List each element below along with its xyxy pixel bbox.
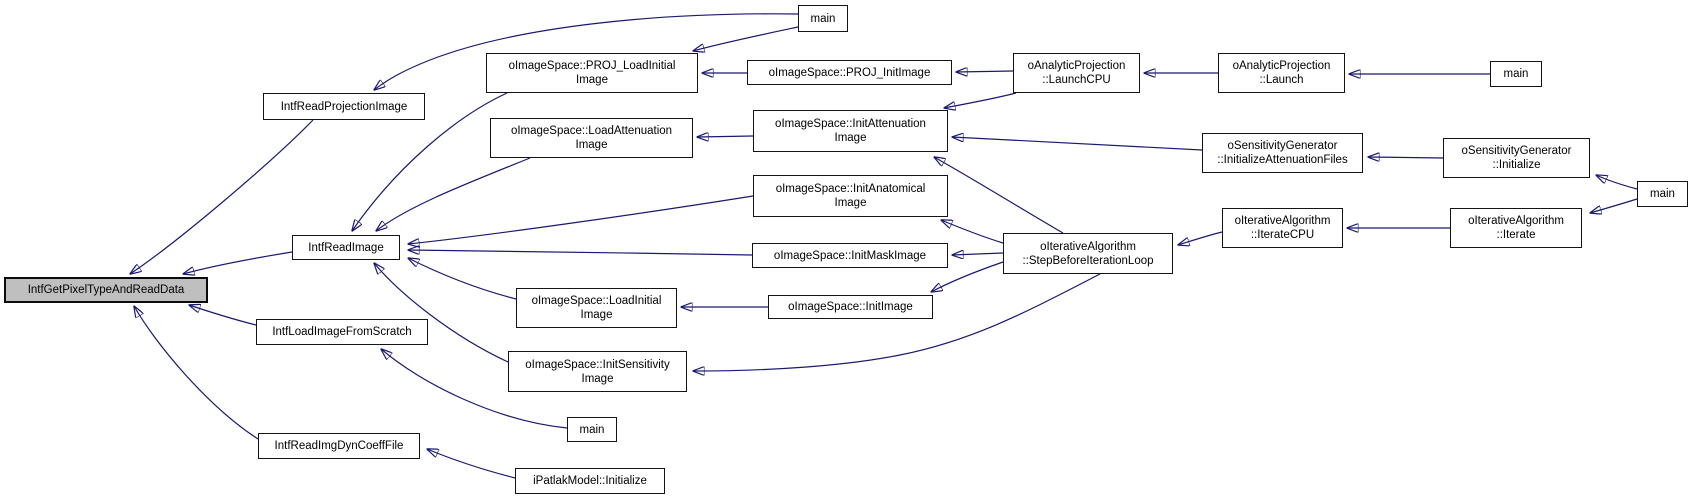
node-label: oImageSpace::InitMaskImage	[773, 249, 927, 262]
node-label: Image	[834, 132, 867, 144]
node-label: main	[810, 12, 836, 25]
edge-stepbefore-to-initattenuation	[934, 157, 1064, 234]
node-label: Image	[575, 139, 608, 151]
node-intf-read-image[interactable]: IntfReadImage	[292, 235, 400, 260]
node-label: ::IterateCPU	[1250, 229, 1315, 241]
edge-maintop-to-projloadinitial	[693, 26, 799, 51]
node-load-initial-image[interactable]: oImageSpace::LoadInitial Image	[516, 288, 677, 328]
edge-initanatomical-to-readimage	[408, 195, 754, 244]
node-label: ::Iterate	[1496, 229, 1536, 241]
node-proj-init-image[interactable]: oImageSpace::PROJ_InitImage	[747, 60, 952, 85]
node-init-mask-image[interactable]: oImageSpace::InitMaskImage	[752, 243, 948, 268]
node-iterate[interactable]: oIterativeAlgorithm ::Iterate	[1450, 208, 1582, 248]
node-main-bottom[interactable]: main	[567, 417, 617, 442]
node-label: oImageSpace::InitSensitivity	[525, 358, 670, 371]
edge-launchcpu-to-initattenuation	[944, 92, 1017, 108]
edge-sensinitialize-to-initattenfiles	[1368, 157, 1444, 158]
edge-readprojection-to-getpixeltype	[130, 119, 314, 274]
node-iterate-cpu[interactable]: oIterativeAlgorithm ::IterateCPU	[1222, 208, 1343, 248]
edge-loadinitial-to-readimage	[408, 258, 517, 300]
node-intf-get-pixel-type-and-read-data: IntfGetPixelTypeAndReadData	[4, 277, 208, 303]
edge-initattenuation-to-loadattenuation	[697, 136, 754, 137]
node-label: oIterativeAlgorithm	[1234, 215, 1331, 227]
edge-stepbefore-to-initsensitivity	[693, 273, 1101, 371]
node-main-launch[interactable]: main	[1490, 61, 1542, 87]
node-label: IntfReadImgDynCoeffFile	[274, 440, 404, 452]
node-label: oImageSpace::InitAttenuation	[775, 118, 926, 130]
edge-maintop-to-readprojection	[374, 13, 799, 90]
node-label: oSensitivityGenerator	[1461, 145, 1572, 157]
edge-initsensitivity-to-readimage	[374, 263, 509, 363]
node-label: oImageSpace::InitAnatomical	[775, 183, 926, 195]
node-init-image[interactable]: oImageSpace::InitImage	[768, 295, 933, 319]
node-label: ::Launch	[1259, 74, 1304, 86]
node-label: ::InitializeAttenuationFiles	[1217, 154, 1348, 166]
node-label: Image	[834, 197, 867, 209]
node-label: oAnalyticProjection	[1232, 60, 1331, 72]
edge-readimage-to-getpixeltype	[183, 251, 293, 274]
node-label: main	[579, 423, 605, 436]
edge-stepbefore-to-initimage	[931, 261, 1004, 292]
node-main-right[interactable]: main	[1637, 181, 1688, 207]
node-label: ::Initialize	[1492, 159, 1541, 171]
node-ipatlak-initialize[interactable]: iPatlakModel::Initialize	[515, 468, 665, 494]
node-label: oImageSpace::InitImage	[788, 301, 913, 313]
node-label: oImageSpace::LoadAttenuation	[510, 125, 673, 137]
node-label: Image	[580, 309, 613, 321]
node-sensitivity-initialize[interactable]: oSensitivityGenerator ::Initialize	[1443, 138, 1590, 178]
edge-iteratecpu-to-stepbefore	[1178, 231, 1223, 245]
node-launch-cpu[interactable]: oAnalyticProjection ::LaunchCPU	[1013, 53, 1140, 93]
node-label: ::LaunchCPU	[1042, 74, 1111, 86]
node-init-anatomical-image[interactable]: oImageSpace::InitAnatomical Image	[753, 175, 948, 217]
edge-stepbefore-to-initanatomical	[941, 220, 1004, 244]
edge-mainright-to-sensinitialize	[1596, 175, 1638, 190]
edge-launchcpu-to-projinit	[956, 71, 1014, 72]
node-label: oAnalyticProjection	[1027, 60, 1126, 72]
node-label: main	[1503, 68, 1529, 80]
edge-mainright-to-iterate	[1590, 198, 1638, 213]
node-label: Image	[581, 372, 614, 385]
node-launch[interactable]: oAnalyticProjection ::Launch	[1218, 53, 1345, 93]
node-label: IntfReadImage	[308, 241, 384, 254]
node-label: IntfReadProjectionImage	[280, 100, 408, 113]
node-proj-load-initial-image[interactable]: oImageSpace::PROJ_LoadInitial Image	[486, 53, 698, 93]
node-init-attenuation-image[interactable]: oImageSpace::InitAttenuation Image	[753, 110, 948, 152]
node-label: oImageSpace::PROJ_LoadInitial	[508, 60, 676, 72]
edge-fromscratch-to-getpixeltype	[189, 305, 257, 326]
edge-loadattenuation-to-readimage	[376, 157, 531, 231]
node-main-top[interactable]: main	[798, 5, 848, 32]
node-label: IntfLoadImageFromScratch	[272, 326, 412, 338]
node-label: ::StepBeforeIterationLoop	[1022, 254, 1154, 267]
edge-stepbefore-to-initmask	[952, 253, 1004, 255]
node-label: oImageSpace::LoadInitial	[531, 295, 662, 307]
node-intf-read-img-dyn-coeff-file[interactable]: IntfReadImgDynCoeffFile	[258, 433, 420, 459]
node-label: oImageSpace::PROJ_InitImage	[768, 66, 931, 79]
node-intf-load-image-from-scratch[interactable]: IntfLoadImageFromScratch	[256, 319, 428, 345]
node-initialize-attenuation-files[interactable]: oSensitivityGenerator ::InitializeAttenu…	[1202, 133, 1363, 173]
node-label: iPatlakModel::Initialize	[533, 475, 647, 487]
node-init-sensitivity-image[interactable]: oImageSpace::InitSensitivity Image	[508, 351, 687, 392]
edge-projloadinitial-to-readimage	[352, 92, 508, 231]
edge-dyncoeff-to-getpixeltype	[134, 306, 259, 440]
node-intf-read-projection-image[interactable]: IntfReadProjectionImage	[263, 93, 425, 120]
node-step-before-iteration-loop[interactable]: oIterativeAlgorithm ::StepBeforeIteratio…	[1003, 233, 1173, 274]
node-label: oSensitivityGenerator	[1227, 140, 1338, 152]
edge-initmask-to-readimage	[408, 250, 753, 256]
edge-ipatlak-to-dyncoeff	[427, 449, 516, 479]
node-label: oIterativeAlgorithm	[1468, 215, 1564, 227]
node-label: Image	[576, 74, 608, 86]
node-label: oIterativeAlgorithm	[1040, 240, 1136, 253]
node-label: IntfGetPixelTypeAndReadData	[27, 284, 185, 296]
edge-mainbottom-to-fromscratch	[381, 349, 568, 429]
node-load-attenuation-image[interactable]: oImageSpace::LoadAttenuation Image	[490, 118, 693, 158]
edge-initattenfiles-to-initattenuation	[952, 137, 1203, 151]
node-label: main	[1650, 188, 1675, 200]
